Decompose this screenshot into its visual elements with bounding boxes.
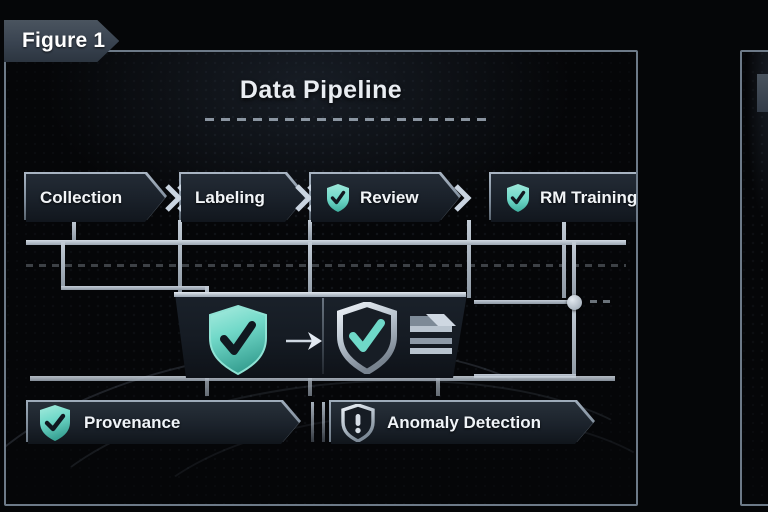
- connector-middle-down: [308, 242, 312, 300]
- stage-separator-3: [451, 183, 475, 219]
- stage-labeling[interactable]: Labeling: [181, 174, 305, 222]
- stage-review[interactable]: Review: [311, 174, 459, 222]
- connector-dash-bus: [26, 264, 626, 267]
- connector-center-bottom-mid: [308, 378, 312, 396]
- connector-right-down: [572, 308, 576, 376]
- connector-lower-bus: [30, 376, 615, 381]
- shield-check-outline-icon: [336, 300, 398, 376]
- secondary-panel: [740, 50, 768, 506]
- connector-center-bottom-right: [436, 378, 440, 396]
- document-lines-icon: [404, 310, 460, 367]
- shield-check-icon: [325, 183, 351, 213]
- panel-content: Data Pipeline: [6, 52, 636, 504]
- label-provenance[interactable]: Provenance: [28, 402, 299, 444]
- connector-drop-review: [308, 220, 312, 242]
- connector-bus: [26, 240, 626, 245]
- label-anomaly-detection[interactable]: Anomaly Detection: [331, 402, 593, 444]
- page-title: Data Pipeline: [239, 76, 403, 104]
- junction-node: [567, 295, 582, 310]
- secondary-panel-banner: [757, 74, 768, 112]
- title-underline: [205, 118, 490, 121]
- connector-elbow-horizontal: [61, 286, 209, 290]
- connector-drop-rm-left: [467, 220, 471, 298]
- connector-dash-right: [590, 300, 616, 303]
- main-figure-panel: Data Pipeline: [4, 50, 638, 506]
- chevron-right-icon: [454, 184, 472, 212]
- secondary-panel-content: [742, 52, 768, 504]
- stage-labeling-label: Labeling: [195, 188, 265, 207]
- label-anomaly-detection-text: Anomaly Detection: [387, 413, 541, 432]
- stage-collection[interactable]: Collection: [26, 174, 165, 222]
- stage-rm-training[interactable]: RM Training: [491, 174, 638, 222]
- figure-badge: Figure 1: [4, 20, 119, 62]
- shield-alert-icon: [341, 404, 375, 442]
- connector-drop-rm-right: [562, 220, 566, 298]
- shield-check-icon: [505, 183, 531, 213]
- connector-drop-labeling: [178, 220, 182, 298]
- label-provenance-text: Provenance: [84, 413, 181, 432]
- stage-review-label: Review: [360, 188, 419, 207]
- divider-ticks: [311, 402, 333, 442]
- stage-collection-label: Collection: [40, 188, 123, 207]
- connector-drop-collection: [72, 220, 76, 242]
- shield-check-filled-icon: [206, 304, 270, 376]
- stage-rm-training-label: RM Training: [540, 188, 638, 207]
- connector-right-horizontal: [474, 300, 576, 304]
- connector-right-vertical: [572, 242, 576, 304]
- connector-center-bottom-left: [205, 378, 209, 396]
- center-card-top-edge: [174, 292, 466, 297]
- arrow-right-icon: [286, 332, 324, 355]
- center-card-divider: [322, 298, 324, 374]
- connector-elbow-vertical: [61, 242, 65, 288]
- shield-check-icon: [38, 404, 72, 442]
- figure-badge-label: Figure 1: [22, 29, 106, 52]
